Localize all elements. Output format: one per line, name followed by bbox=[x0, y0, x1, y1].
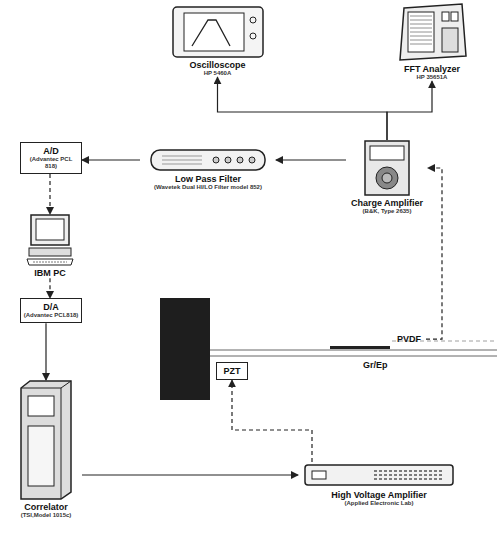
pvdf-film bbox=[330, 346, 390, 349]
signal-connector bbox=[82, 474, 298, 475]
clamp-block bbox=[160, 298, 210, 400]
device-node: A/D(Advantec PCL 818) bbox=[20, 142, 82, 174]
device-icon bbox=[304, 462, 454, 488]
device-model: (Advantec PCL818) bbox=[23, 312, 79, 319]
device-name: PVDF bbox=[392, 334, 426, 344]
device-icon bbox=[25, 214, 75, 266]
device-icon bbox=[364, 140, 410, 196]
device-icon bbox=[172, 6, 264, 58]
device-node: Charge Amplifier(B&K, Type 2635) bbox=[346, 140, 428, 215]
signal-connector bbox=[232, 380, 312, 462]
device-node: IBM PC bbox=[22, 214, 78, 278]
device-model: HP 35651A bbox=[384, 74, 480, 81]
device-node: Low Pass Filter(Wavetek Dual HI/LO Filte… bbox=[140, 148, 276, 191]
signal-connector bbox=[387, 81, 432, 140]
device-name: PZT bbox=[219, 366, 245, 376]
signal-connector bbox=[49, 174, 50, 214]
device-node: Correlator(TSI,Model 1015c) bbox=[10, 380, 82, 519]
signal-connector bbox=[218, 77, 388, 140]
device-model: (B&K, Type 2635) bbox=[346, 208, 428, 215]
signal-connector bbox=[45, 323, 46, 380]
device-model: (Applied Electronic Lab) bbox=[298, 500, 460, 507]
device-icon bbox=[150, 148, 266, 172]
device-name: IBM PC bbox=[22, 268, 78, 278]
device-name: Low Pass Filter bbox=[140, 174, 276, 184]
signal-connector bbox=[426, 168, 442, 339]
beam-edge bbox=[210, 356, 497, 357]
material-label: Gr/Ep bbox=[362, 360, 389, 370]
device-name: FFT Analyzer bbox=[384, 64, 480, 74]
device-icon bbox=[396, 2, 468, 62]
device-node: OscilloscopeHP 5460A bbox=[155, 6, 280, 77]
device-model: (TSI,Model 1015c) bbox=[10, 512, 82, 519]
device-node: PZT bbox=[216, 362, 248, 380]
signal-connector bbox=[276, 159, 346, 160]
device-model: (Wavetek Dual HI/LO Filter model 852) bbox=[140, 184, 276, 191]
device-node: PVDF bbox=[392, 334, 426, 344]
signal-connector bbox=[49, 278, 50, 298]
device-node: D/A(Advantec PCL818) bbox=[20, 298, 82, 323]
device-name: A/D bbox=[23, 146, 79, 156]
signal-connector bbox=[82, 159, 140, 160]
device-model: HP 5460A bbox=[155, 70, 280, 77]
device-name: Oscilloscope bbox=[155, 60, 280, 70]
device-node: FFT AnalyzerHP 35651A bbox=[384, 2, 480, 81]
device-name: High Voltage Amplifier bbox=[298, 490, 460, 500]
device-name: Correlator bbox=[10, 502, 82, 512]
beam-edge bbox=[210, 350, 497, 351]
device-name: Charge Amplifier bbox=[346, 198, 428, 208]
device-model: (Advantec PCL 818) bbox=[23, 156, 79, 170]
device-icon bbox=[20, 380, 72, 500]
device-name: D/A bbox=[23, 302, 79, 312]
device-node: High Voltage Amplifier(Applied Electroni… bbox=[298, 462, 460, 507]
